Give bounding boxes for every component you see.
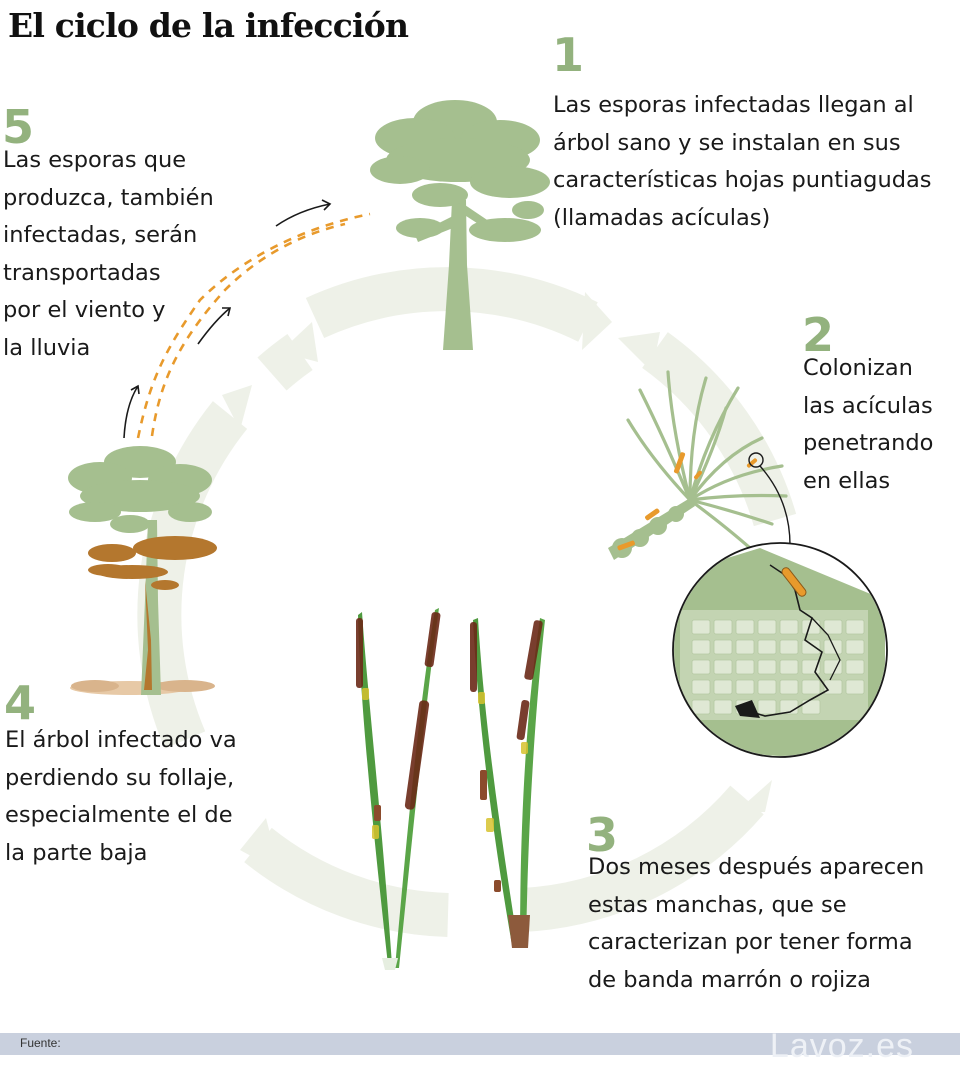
step-4-line: especialmente el de (5, 802, 233, 829)
healthy-pine-tree-icon (370, 100, 550, 350)
footer-bar: Fuente: Lavoz.es (0, 1027, 960, 1065)
step-4-line: la parte baja (5, 839, 148, 866)
step-4-line: perdiendo su follaje, (5, 764, 235, 791)
step-1-text: Las esporas infectadas llegan al árbol s… (553, 87, 932, 237)
step-5-line: transportadas (3, 259, 161, 286)
step-5-text: Las esporas que produzca, también infect… (3, 142, 214, 368)
step-4-line: El árbol infectado va (5, 727, 237, 753)
step-5-number: 5 (2, 100, 35, 154)
step-2-text: Colonizan las acículas penetrando en ell… (803, 350, 933, 500)
step-5-line: produzca, también (3, 184, 214, 211)
step-5-line: infectadas, serán (3, 222, 198, 249)
step-5-line: Las esporas que (3, 147, 187, 173)
step-2-line: en ellas (803, 467, 891, 494)
step-5-line: por el viento y (3, 297, 166, 324)
page-title: El ciclo de la infección (8, 6, 409, 45)
step-3-line: caracterizan por tener forma (588, 929, 913, 956)
wind-arrow-icon (123, 199, 332, 439)
source-label: Fuente: (20, 1036, 61, 1050)
step-1-line: árbol sano y se instalan en sus (553, 129, 901, 156)
infected-pine-tree-icon (68, 446, 217, 695)
step-2-line: penetrando (803, 430, 934, 457)
brand-logo: Lavoz.es (769, 1027, 914, 1065)
cycle-ring (137, 267, 797, 937)
step-3-number: 3 (586, 808, 619, 862)
step-3-text: Dos meses después aparecen estas manchas… (588, 849, 924, 999)
step-2-number: 2 (802, 308, 835, 362)
cycle-arrowheads (222, 292, 772, 872)
step-5-line: la lluvia (3, 334, 91, 361)
step-3-line: Dos meses después aparecen (588, 854, 925, 880)
step-3-line: de banda marrón o rojiza (588, 966, 871, 993)
pine-branch-icon (608, 370, 791, 560)
step-4-text: El árbol infectado va perdiendo su folla… (5, 722, 237, 872)
step-1-line: (llamadas acículas) (553, 204, 771, 231)
needle-magnifier-icon (672, 542, 888, 758)
step-1-line: características hojas puntiagudas (553, 167, 932, 194)
step-1-line: Las esporas infectadas llegan al (553, 92, 914, 118)
step-1-number: 1 (552, 28, 585, 82)
step-2-line: las acículas (803, 392, 933, 419)
step-2-line: Colonizan (803, 355, 913, 381)
step-3-line: estas manchas, que se (588, 891, 847, 918)
step-4-number: 4 (4, 676, 37, 730)
infected-needles-icon (356, 608, 545, 970)
spore-path (136, 212, 371, 439)
